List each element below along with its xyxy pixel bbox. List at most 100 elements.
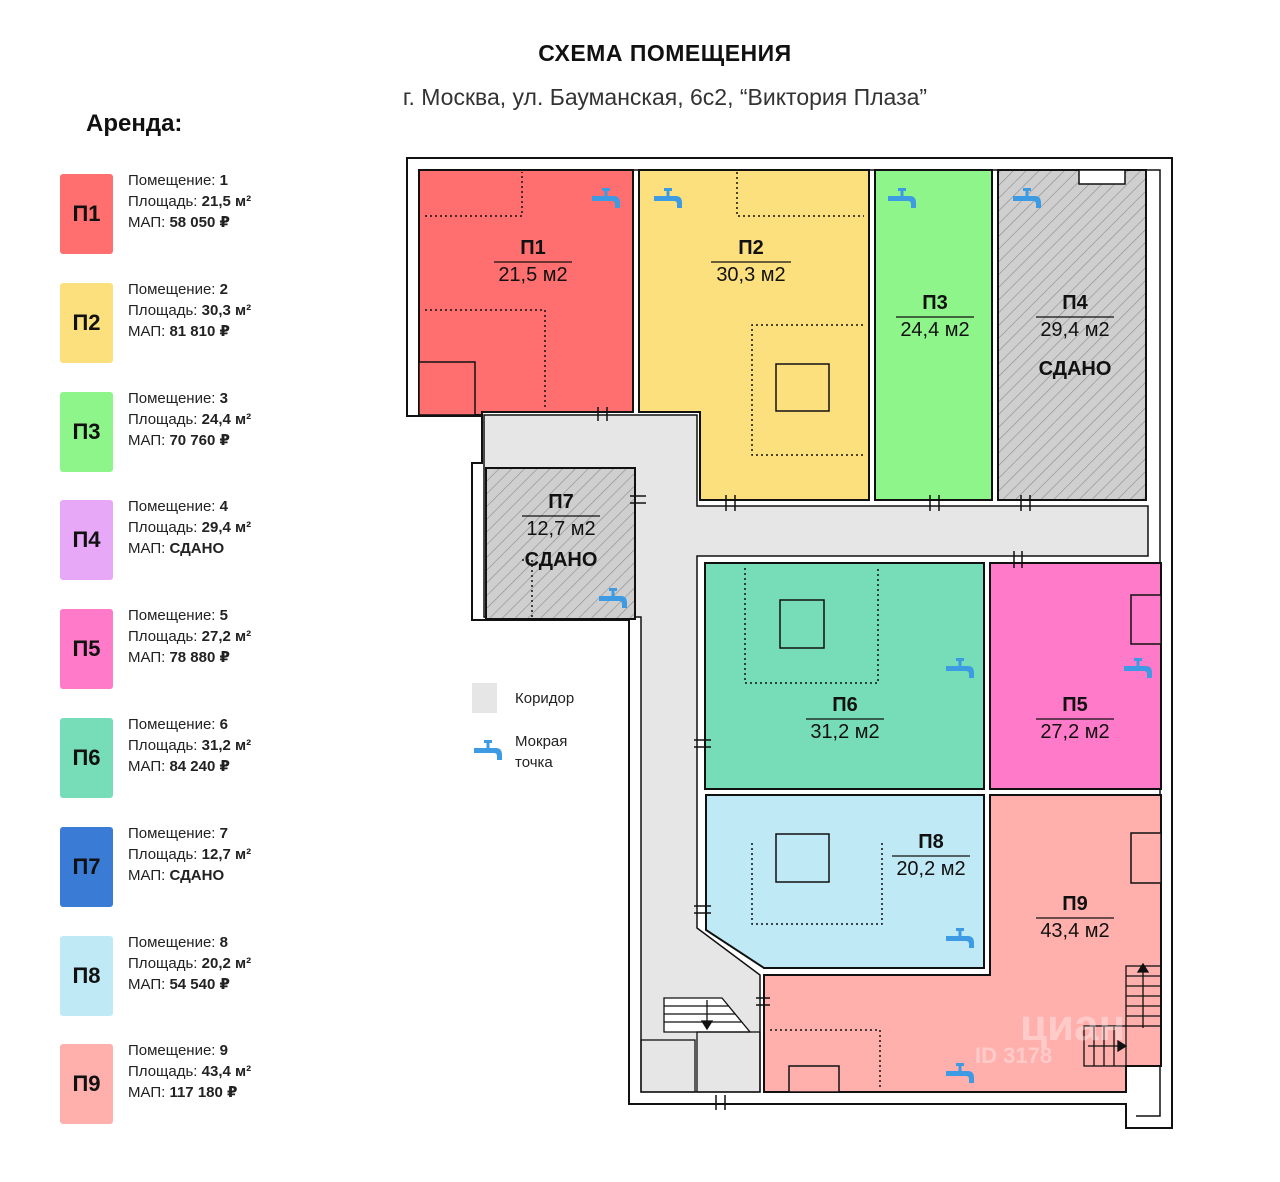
legend-swatch: П6 <box>60 718 113 798</box>
legend-price-row: МАП: 54 540 ₽ <box>128 974 251 995</box>
legend-area-label: Площадь: <box>128 519 198 537</box>
room-p8-area: 20,2 м2 <box>896 858 965 880</box>
legend-price-row: МАП: 70 760 ₽ <box>128 430 251 451</box>
legend-room-label: Помещение: <box>128 172 216 189</box>
room-p4[interactable] <box>997 169 1147 501</box>
room-p4-code: П4 <box>1062 292 1088 314</box>
legend-area-value: 43,4 м² <box>201 1063 252 1081</box>
legend-room-row: Помещение: 9 <box>128 1040 251 1061</box>
legend-price-label: МАП: <box>128 649 166 667</box>
legend-price-row: МАП: 84 240 ₽ <box>128 756 251 777</box>
legend-swatch: П3 <box>60 391 113 472</box>
legend-swatch: П2 <box>60 282 113 363</box>
legend-area-value: 30,3 м² <box>201 301 252 319</box>
legend-area-row: Площадь: 29,4 м² <box>128 517 251 538</box>
room-p8[interactable] <box>705 794 985 969</box>
legend-price-row: МАП: СДАНО <box>128 538 251 559</box>
legend-area-label: Площадь: <box>128 845 198 863</box>
legend-area-label: Площадь: <box>128 193 198 210</box>
legend-area-row: Площадь: 21,5 м² <box>128 191 251 212</box>
legend-room-row: Помещение: 8 <box>128 932 251 953</box>
legend-price-label: МАП: <box>128 1084 166 1102</box>
room-p7-code: П7 <box>548 491 574 513</box>
legend-price-row: МАП: 117 180 ₽ <box>128 1082 251 1103</box>
legend-heading: Аренда: <box>86 110 183 137</box>
room-p9[interactable] <box>763 794 1162 1093</box>
room-p2-area: 30,3 м2 <box>716 264 785 286</box>
legend-price-value: 54 540 ₽ <box>169 975 230 993</box>
room-p5-area: 27,2 м2 <box>1040 721 1109 743</box>
legend-price-label: МАП: <box>128 866 166 884</box>
legend-room-row: Помещение: 5 <box>128 605 251 626</box>
legend-area-row: Площадь: 12,7 м² <box>128 844 251 865</box>
page-title: СХЕМА ПОМЕЩЕНИЯ <box>538 40 792 66</box>
key-corridor-label: Коридор <box>515 690 575 707</box>
legend-room-label: Помещение: <box>128 716 216 733</box>
legend-area-label: Площадь: <box>128 301 198 319</box>
room-p5-code: П5 <box>1062 694 1088 716</box>
legend-price-label: МАП: <box>128 975 166 993</box>
room-p6[interactable] <box>704 562 985 790</box>
staircase-right <box>1083 962 1162 1067</box>
legend-room-value: 8 <box>219 933 228 951</box>
legend-price-value: 84 240 ₽ <box>169 758 230 775</box>
legend-price-value: 117 180 ₽ <box>169 1084 238 1102</box>
legend-room-value: 6 <box>219 716 228 733</box>
legend-area-value: 12,7 м² <box>201 845 252 863</box>
key-corridor-swatch <box>472 683 497 713</box>
key-wet-point-icon <box>474 740 502 760</box>
legend-area-row: Площадь: 31,2 м² <box>128 735 251 756</box>
legend-room-row: Помещение: 2 <box>128 279 251 300</box>
legend-swatch: П9 <box>60 1044 113 1125</box>
room-p9-area: 43,4 м2 <box>1040 920 1109 942</box>
room-p7-status: СДАНО <box>525 549 598 571</box>
legend-price-label: МАП: <box>128 758 166 775</box>
legend-area-row: Площадь: 24,4 м² <box>128 409 251 430</box>
room-p3[interactable] <box>874 169 993 501</box>
legend-area-value: 24,4 м² <box>201 410 252 428</box>
room-p6-code: П6 <box>832 694 858 716</box>
legend-swatch: П4 <box>60 500 113 581</box>
legend-room-label: Помещение: <box>128 933 216 951</box>
legend-room-value: 4 <box>219 498 228 516</box>
legend-room-label: Помещение: <box>128 280 216 298</box>
room-p9-code: П9 <box>1062 893 1088 915</box>
room-p7-area: 12,7 м2 <box>526 518 595 540</box>
legend-area-value: 27,2 м² <box>201 628 252 646</box>
legend-area-row: Площадь: 20,2 м² <box>128 953 251 974</box>
legend-swatch: П7 <box>60 826 113 907</box>
room-p4-area: 29,4 м2 <box>1040 319 1109 341</box>
room-p7[interactable] <box>485 467 636 620</box>
legend-price-value: СДАНО <box>169 540 225 558</box>
legend-room-value: 9 <box>219 1042 228 1060</box>
legend-area-row: Площадь: 43,4 м² <box>128 1061 251 1082</box>
legend-room-row: Помещение: 7 <box>128 823 251 844</box>
legend-room-value: 3 <box>219 389 228 407</box>
room-p5[interactable] <box>989 562 1162 790</box>
room-p8-code: П8 <box>918 831 944 853</box>
page-subtitle: г. Москва, ул. Бауманская, 6с2, “Виктори… <box>402 84 928 110</box>
legend-room-value: 5 <box>219 607 228 625</box>
legend-price-label: МАП: <box>128 322 166 340</box>
legend-swatch: П5 <box>60 609 113 690</box>
room-p2[interactable] <box>638 169 870 501</box>
legend-room-label: Помещение: <box>128 1042 216 1060</box>
legend-price-label: МАП: <box>128 431 166 449</box>
legend-price-label: МАП: <box>128 214 166 231</box>
legend-price-value: 78 880 ₽ <box>169 649 230 667</box>
room-p1[interactable] <box>418 169 634 416</box>
